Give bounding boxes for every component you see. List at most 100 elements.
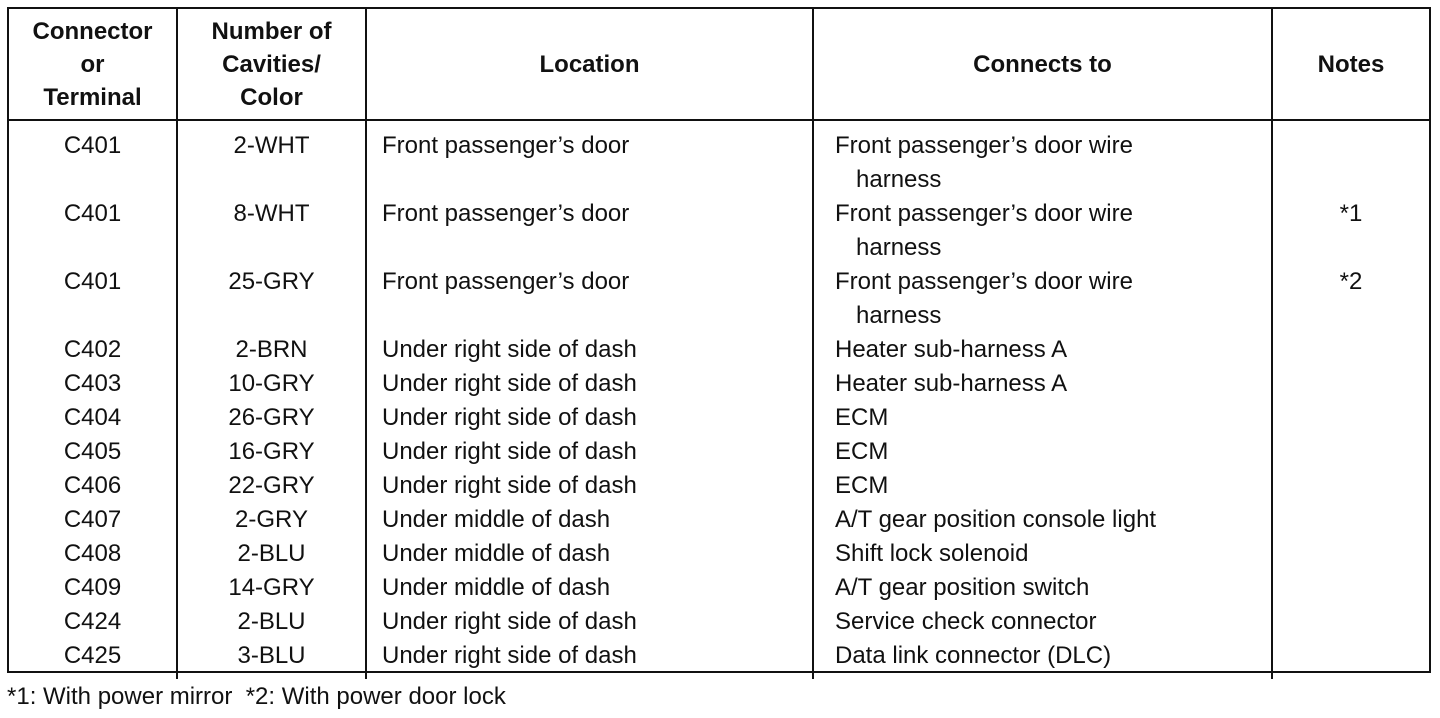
connects-to-line: harness [856, 166, 942, 193]
cell-cavities: 10-GRY [177, 367, 367, 401]
header-connector-line: Connector [32, 17, 153, 45]
header-connector-line: or [80, 50, 105, 78]
cell-location: Under right side of dash [366, 469, 814, 503]
cell-notes: *1 [1339, 200, 1363, 227]
cell-location: Under middle of dash [366, 503, 814, 537]
cell-notes [1272, 571, 1429, 605]
connects-to-line: Data link connector (DLC) [835, 642, 1112, 669]
cell-connects-to: A/T gear position console light [813, 503, 1273, 537]
cell-notes [1272, 435, 1429, 469]
cell-notes: *2 [1339, 268, 1363, 295]
cell-connector: C401 [9, 197, 178, 265]
cell-location: Under right side of dash [366, 605, 814, 639]
cell-notes [1272, 503, 1429, 537]
connects-to-line: harness [856, 302, 942, 329]
cell-cavities: 14-GRY [177, 571, 367, 605]
connects-to-line: Front passenger’s door wire [835, 200, 1133, 227]
cell-location: Under right side of dash [366, 367, 814, 401]
cell-connects-to: Shift lock solenoid [813, 537, 1273, 571]
cell-connector: C403 [9, 367, 178, 401]
cell-location: Under right side of dash [366, 639, 814, 679]
cell-connector: C408 [9, 537, 178, 571]
cell-cavities: 3-BLU [177, 639, 367, 679]
header-location: Location [366, 9, 814, 121]
cell-connector: C404 [9, 401, 178, 435]
connects-to-line: Service check connector [835, 608, 1097, 635]
cell-connector: C424 [9, 605, 178, 639]
cell-location: Under middle of dash [366, 537, 814, 571]
cell-cavities: 16-GRY [177, 435, 367, 469]
cell-cavities: 8-WHT [177, 197, 367, 265]
cell-connects-to: ECM [813, 435, 1273, 469]
connects-to-line: A/T gear position console light [835, 506, 1157, 533]
cell-cavities: 2-WHT [177, 120, 367, 197]
cell-connector: C402 [9, 333, 178, 367]
cell-notes [1272, 367, 1429, 401]
cell-connects-to: Front passenger’s door wire harness [813, 265, 1273, 333]
cell-connector: C406 [9, 469, 178, 503]
header-cavities-line: Number of [211, 17, 332, 45]
cell-connects-to: Service check connector [813, 605, 1273, 639]
cell-connects-to: Front passenger’s door wire harness [813, 120, 1273, 197]
cell-connects-to: ECM [813, 469, 1273, 503]
connects-to-line: ECM [835, 472, 889, 499]
cell-notes [1272, 401, 1429, 435]
connects-to-line: ECM [835, 438, 889, 465]
cell-connector: C407 [9, 503, 178, 537]
connects-to-line: Front passenger’s door wire [835, 268, 1133, 295]
connects-to-line: Front passenger’s door wire [835, 132, 1133, 159]
cell-location: Front passenger’s door [366, 265, 814, 333]
cell-cavities: 26-GRY [177, 401, 367, 435]
cell-connects-to: Heater sub-harness A [813, 333, 1273, 367]
cell-cavities: 2-BLU [177, 605, 367, 639]
cell-notes [1272, 333, 1429, 367]
cell-connects-to: Front passenger’s door wire harness [813, 197, 1273, 265]
table-header-row: Connector or Terminal Number of Cavities… [9, 9, 1429, 121]
cell-cavities: 2-BLU [177, 537, 367, 571]
cell-cavities: 2-GRY [177, 503, 367, 537]
cell-connector: C425 [9, 639, 178, 679]
cell-notes [1272, 639, 1429, 679]
connects-to-line: harness [856, 234, 942, 261]
header-cavities-line: Color [240, 83, 303, 111]
cell-connector: C401 [9, 120, 178, 197]
cell-connector: C405 [9, 435, 178, 469]
cell-cavities: 22-GRY [177, 469, 367, 503]
header-notes: Notes [1272, 9, 1429, 121]
header-connector-line: Terminal [43, 83, 142, 111]
cell-connects-to: A/T gear position switch [813, 571, 1273, 605]
cell-notes [1272, 605, 1429, 639]
connects-to-line: Shift lock solenoid [835, 540, 1029, 567]
cell-notes [1272, 469, 1429, 503]
footnote: *1: With power mirror *2: With power doo… [7, 683, 506, 710]
connects-to-line: Heater sub-harness A [835, 336, 1068, 363]
cell-connects-to: Heater sub-harness A [813, 367, 1273, 401]
cell-location: Front passenger’s door [366, 197, 814, 265]
connects-to-line: A/T gear position switch [835, 574, 1090, 601]
cell-location: Front passenger’s door [366, 120, 814, 197]
connects-to-line: ECM [835, 404, 889, 431]
header-cavities: Number of Cavities/ Color [177, 9, 367, 121]
cell-connector: C409 [9, 571, 178, 605]
connector-table-frame: Connector or Terminal Number of Cavities… [7, 7, 1431, 679]
cell-connects-to: Data link connector (DLC) [813, 639, 1273, 679]
connector-table: Connector or Terminal Number of Cavities… [9, 9, 1429, 679]
cell-connects-to: ECM [813, 401, 1273, 435]
connects-to-line: Heater sub-harness A [835, 370, 1068, 397]
cell-location: Under right side of dash [366, 435, 814, 469]
header-connector: Connector or Terminal [9, 9, 178, 121]
cell-cavities: 2-BRN [177, 333, 367, 367]
